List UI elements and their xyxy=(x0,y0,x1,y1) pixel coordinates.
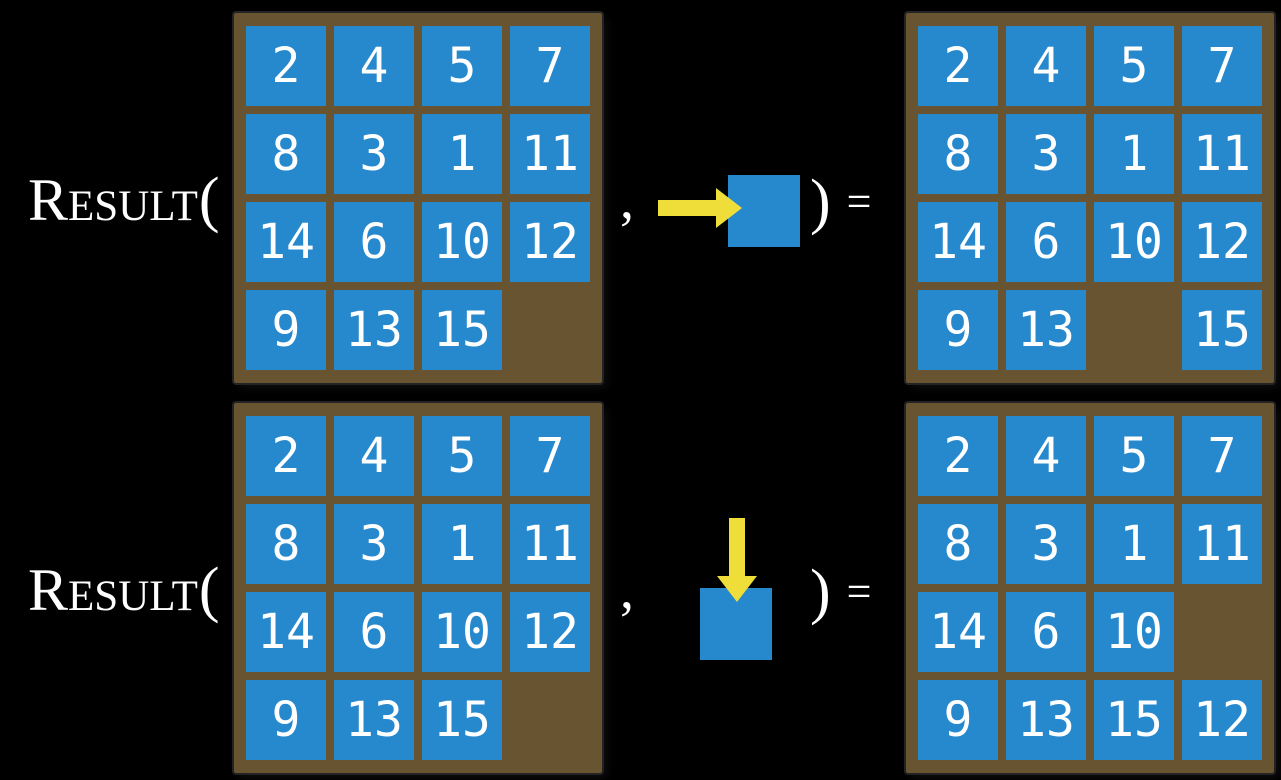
puzzle-tile: 13 xyxy=(1006,680,1086,760)
empty-cell xyxy=(1182,592,1262,672)
puzzle-tile: 15 xyxy=(1182,290,1262,370)
puzzle-tile: 9 xyxy=(918,290,998,370)
empty-cell xyxy=(1094,290,1174,370)
puzzle-tile: 4 xyxy=(334,416,414,496)
comma: , xyxy=(620,559,634,621)
puzzle-tile: 1 xyxy=(1094,114,1174,194)
result-name-rest: ESULT xyxy=(68,573,198,620)
equals-sign: = xyxy=(846,567,872,616)
puzzle-tile: 11 xyxy=(510,114,590,194)
puzzle-tile: 12 xyxy=(1182,680,1262,760)
comma: , xyxy=(620,169,634,231)
puzzle-tile: 7 xyxy=(510,26,590,106)
puzzle-tile: 9 xyxy=(246,290,326,370)
open-paren: ( xyxy=(198,556,220,624)
puzzle-tile: 14 xyxy=(918,202,998,282)
puzzle-tile: 8 xyxy=(246,504,326,584)
puzzle-tile: 14 xyxy=(246,592,326,672)
puzzle-tile: 13 xyxy=(334,290,414,370)
puzzle-tile: 10 xyxy=(1094,202,1174,282)
puzzle-tile: 4 xyxy=(334,26,414,106)
puzzle-tile: 1 xyxy=(422,114,502,194)
puzzle-tile: 9 xyxy=(918,680,998,760)
puzzle-tile: 11 xyxy=(1182,114,1262,194)
puzzle-tile: 11 xyxy=(1182,504,1262,584)
puzzle-tile: 3 xyxy=(334,504,414,584)
puzzle-tile: 10 xyxy=(422,202,502,282)
action-tile xyxy=(728,175,800,247)
puzzle-tile: 6 xyxy=(334,592,414,672)
puzzle-tile: 2 xyxy=(246,416,326,496)
result-function-label: RESULT( xyxy=(28,559,220,621)
puzzle-tile: 2 xyxy=(246,26,326,106)
close-paren: ) xyxy=(810,168,831,236)
puzzle-tile: 1 xyxy=(422,504,502,584)
move-right-arrow-icon xyxy=(658,188,742,228)
puzzle-tile: 6 xyxy=(1006,592,1086,672)
empty-cell xyxy=(510,680,590,760)
result-name-rest: ESULT xyxy=(68,183,198,230)
puzzle-tile: 8 xyxy=(918,504,998,584)
open-paren: ( xyxy=(198,166,220,234)
puzzle-tile: 12 xyxy=(510,202,590,282)
close-paren-equals: )= xyxy=(810,171,871,233)
puzzle-tile: 8 xyxy=(246,114,326,194)
puzzle-tile: 5 xyxy=(1094,26,1174,106)
result-name-initial: R xyxy=(28,167,69,233)
close-paren: ) xyxy=(810,558,831,626)
puzzle-tile: 7 xyxy=(510,416,590,496)
empty-cell xyxy=(510,290,590,370)
puzzle-tile: 13 xyxy=(1006,290,1086,370)
puzzle-tile: 10 xyxy=(1094,592,1174,672)
puzzle-tile: 2 xyxy=(918,416,998,496)
puzzle-tile: 9 xyxy=(246,680,326,760)
puzzle-tile: 4 xyxy=(1006,26,1086,106)
puzzle-tile: 6 xyxy=(1006,202,1086,282)
puzzle-tile: 10 xyxy=(422,592,502,672)
move-down-arrow-icon xyxy=(717,518,757,602)
puzzle-tile: 5 xyxy=(422,416,502,496)
puzzle-tile: 5 xyxy=(422,26,502,106)
puzzle-tile: 15 xyxy=(422,290,502,370)
puzzle-tile: 4 xyxy=(1006,416,1086,496)
puzzle-tile: 15 xyxy=(1094,680,1174,760)
close-paren-equals: )= xyxy=(810,561,871,623)
puzzle-tile: 11 xyxy=(510,504,590,584)
result-name-initial: R xyxy=(28,557,69,623)
puzzle-tile: 8 xyxy=(918,114,998,194)
puzzle-tile: 6 xyxy=(334,202,414,282)
result-function-label: RESULT( xyxy=(28,169,220,231)
puzzle-tile: 3 xyxy=(1006,504,1086,584)
puzzle-tile: 12 xyxy=(1182,202,1262,282)
puzzle-tile: 12 xyxy=(510,592,590,672)
puzzle-tile: 7 xyxy=(1182,26,1262,106)
puzzle-tile: 7 xyxy=(1182,416,1262,496)
puzzle-tile: 3 xyxy=(1006,114,1086,194)
puzzle-tile: 2 xyxy=(918,26,998,106)
puzzle-tile: 14 xyxy=(246,202,326,282)
puzzle-tile: 1 xyxy=(1094,504,1174,584)
puzzle-tile: 3 xyxy=(334,114,414,194)
puzzle-tile: 15 xyxy=(422,680,502,760)
equals-sign: = xyxy=(846,177,872,226)
puzzle-tile: 14 xyxy=(918,592,998,672)
puzzle-tile: 5 xyxy=(1094,416,1174,496)
puzzle-tile: 13 xyxy=(334,680,414,760)
